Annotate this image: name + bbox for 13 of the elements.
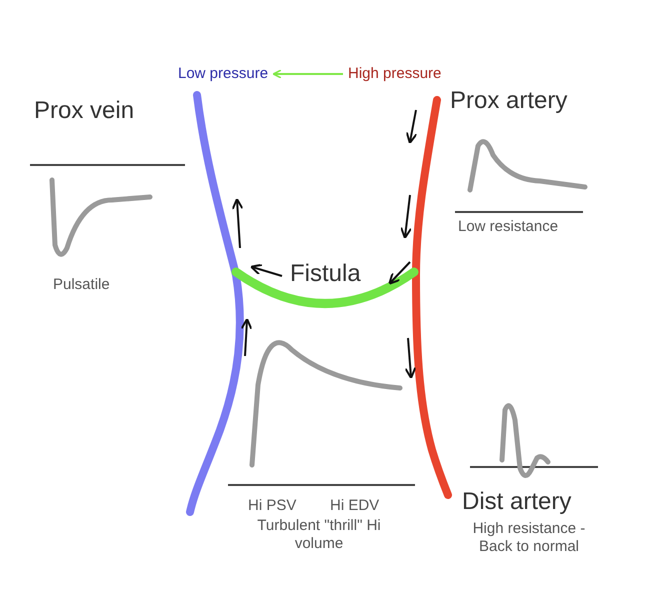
arrow xyxy=(272,69,343,79)
fistula-label: Fistula xyxy=(290,260,361,289)
waveform-caption: Hi PSV xyxy=(248,497,296,515)
waveform-caption: Low resistance xyxy=(458,218,558,236)
pressure-label: High pressure xyxy=(348,65,442,83)
vessel-label: Prox vein xyxy=(34,97,134,126)
waveform-caption: High resistance - Back to normal xyxy=(472,520,586,556)
pressure-label: Low pressure xyxy=(178,65,268,83)
waveform-caption: Turbulent "thrill" Hi volume xyxy=(256,517,382,553)
waveform-caption: Pulsatile xyxy=(53,276,110,294)
vessel-label: Dist artery xyxy=(462,488,572,517)
waveform-caption: Hi EDV xyxy=(330,497,380,515)
vessel-label: Prox artery xyxy=(450,87,568,116)
